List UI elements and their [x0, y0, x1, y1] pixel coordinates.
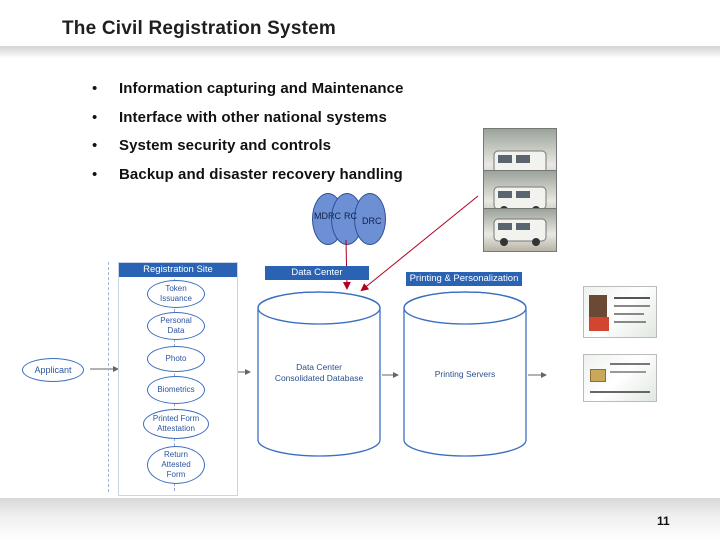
id-card-front-image: [583, 286, 657, 338]
site-outline: [108, 262, 111, 492]
id-card-back-image: [583, 354, 657, 402]
chip-icon: [590, 369, 606, 382]
applicant-node: Applicant: [22, 358, 84, 382]
photo-step: Photo: [147, 346, 205, 372]
data-center-db-label: Data Center Consolidated Database: [256, 362, 382, 384]
arrow-centers-to-datacenter: [346, 240, 347, 288]
page-number: 11: [657, 514, 670, 528]
registration-site-header: Registration Site: [119, 263, 237, 277]
printing-header: Printing & Personalization: [406, 272, 522, 286]
data-center-header: Data Center: [265, 266, 369, 280]
portrait-icon: [589, 295, 607, 319]
biometrics-step: Biometrics: [147, 376, 205, 404]
printing-servers-label: Printing Servers: [402, 369, 528, 380]
footer-bar: [0, 498, 720, 540]
